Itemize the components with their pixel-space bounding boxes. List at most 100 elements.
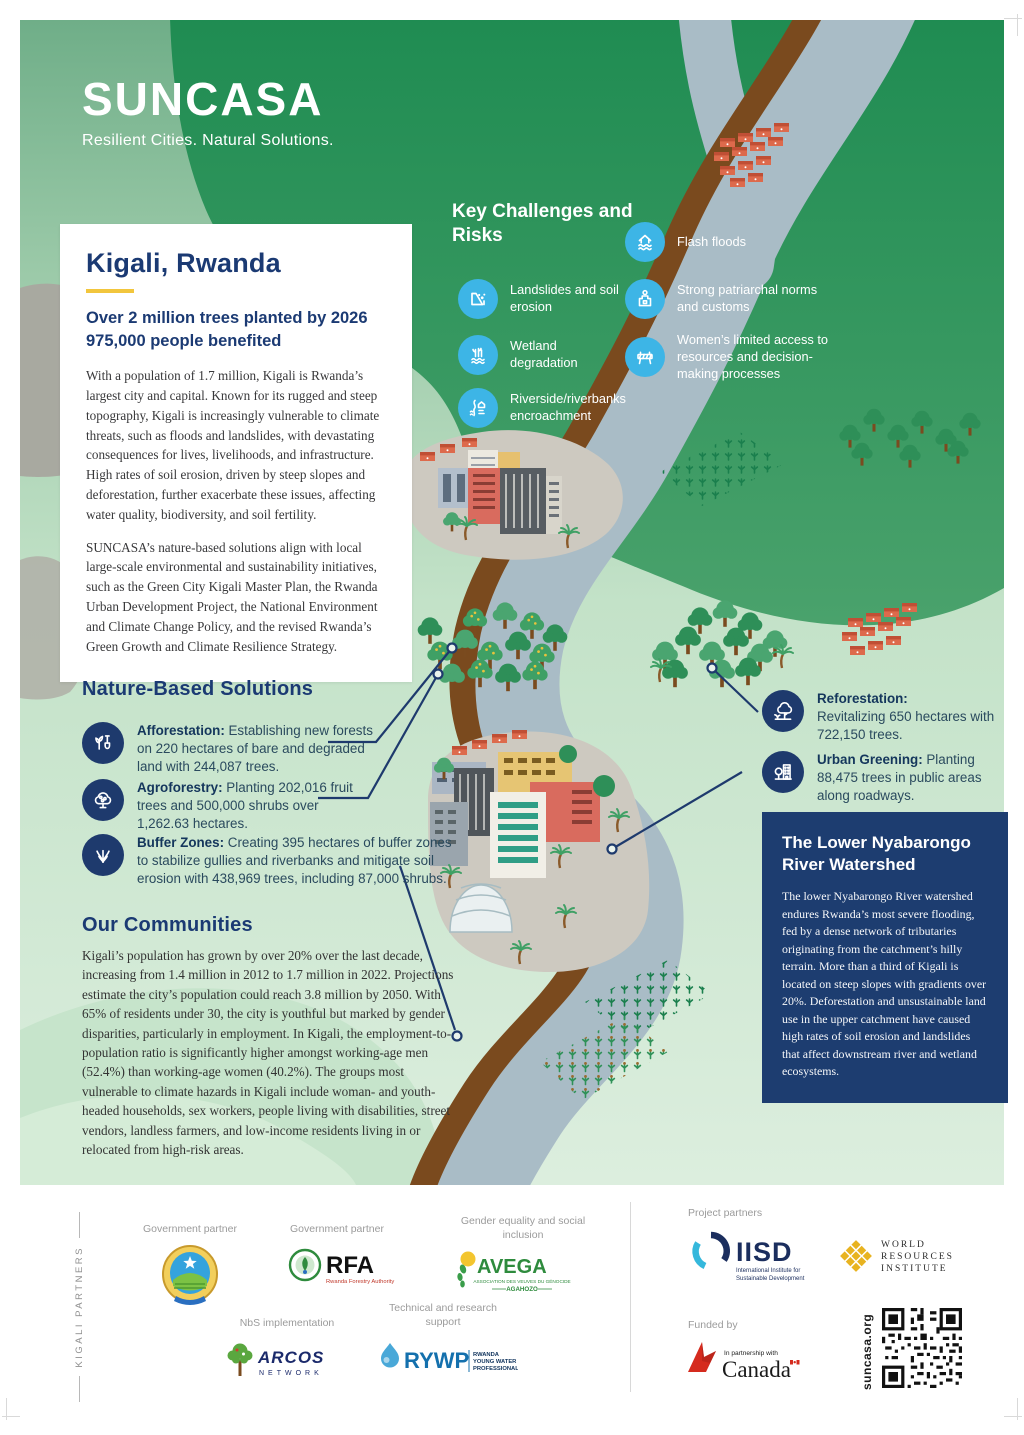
flash-flood-icon	[625, 222, 665, 262]
buffer-zones-icon	[82, 834, 124, 876]
wri-logo: WORLD RESOURCES INSTITUTE	[840, 1240, 954, 1274]
svg-text:INSTITUTE: INSTITUTE	[881, 1264, 948, 1274]
challenge-label: Flash floods	[677, 233, 746, 249]
svg-text:Rwanda Forestry Authority: Rwanda Forestry Authority	[326, 1279, 394, 1285]
map-illustration	[20, 20, 1004, 1185]
kigali-partners-label: KIGALI PARTNERS	[74, 1212, 85, 1402]
crop-mark	[1017, 1398, 1018, 1420]
svg-text:Sustainable Development: Sustainable Development	[736, 1276, 805, 1282]
agroforestry-icon	[82, 779, 124, 821]
label-government-partner-2: Government partner	[290, 1223, 384, 1235]
challenge-label: Landslides and soil erosion	[510, 282, 619, 314]
svg-text:PROFESSIONAL: PROFESSIONAL	[473, 1366, 518, 1372]
svg-text:ARCOS: ARCOS	[257, 1348, 324, 1367]
callout-text: Reforestation: Revitalizing 650 hectares…	[817, 691, 995, 742]
challenge-flash-floods: Flash floods	[625, 222, 855, 262]
svg-text:YOUNG WATER: YOUNG WATER	[473, 1359, 517, 1365]
footer-divider	[630, 1202, 631, 1392]
challenge-label: Riverside/riverbanks encroachment	[510, 391, 626, 423]
crop-mark	[1004, 1416, 1022, 1417]
label-technical-support: Technical and research support	[389, 1302, 497, 1329]
svg-text:RWANDA: RWANDA	[473, 1352, 500, 1358]
arcos-network-logo: ARCOS NETWORK	[227, 1343, 324, 1377]
intro-paragraph-2: SUNCASA’s nature-based solutions align w…	[86, 539, 378, 654]
callout-text: Urban Greening: Planting 88,475 trees in…	[817, 752, 982, 803]
communities-section: Our Communities Kigali’s population has …	[82, 914, 460, 1159]
solution-afforestation: Afforestation: Establishing new forests …	[82, 722, 382, 776]
avega-logo: AVEGA ASSOCIATION DES VEUVES DU GÉNOCIDE…	[457, 1251, 571, 1293]
stat-line-1: Over 2 million trees planted by 2026	[86, 309, 368, 327]
callout-urban-greening: Urban Greening: Planting 88,475 trees in…	[762, 751, 1002, 805]
apron-icon	[625, 279, 665, 319]
urban-greening-icon	[762, 751, 804, 793]
intro-panel: Kigali, Rwanda Over 2 million trees plan…	[60, 224, 412, 683]
rfa-logo: RFA Rwanda Forestry Authority	[288, 1248, 394, 1285]
callout-connectors	[318, 642, 759, 1042]
qr-caption: suncasa.org	[860, 1313, 874, 1390]
label-tick	[79, 1212, 80, 1238]
barrier-icon	[625, 337, 665, 378]
challenges-title: Key Challenges and Risks	[452, 201, 633, 246]
svg-text:WORLD: WORLD	[881, 1240, 926, 1250]
afforestation-icon	[82, 722, 124, 764]
svg-text:International Institute for: International Institute for	[736, 1268, 800, 1274]
page-title: Kigali, Rwanda	[86, 248, 281, 278]
svg-text:IISD: IISD	[736, 1237, 793, 1267]
solution-text: Afforestation: Establishing new forests …	[137, 723, 373, 774]
svg-text:RYWP: RYWP	[404, 1348, 469, 1373]
crop-mark	[1017, 14, 1018, 36]
challenge-label: Women’s limited access to resources and …	[677, 332, 829, 381]
qr-code	[882, 1308, 962, 1388]
svg-text:ASSOCIATION DES VEUVES DU GÉNO: ASSOCIATION DES VEUVES DU GÉNOCIDE	[473, 1278, 570, 1284]
intro-paragraph-1: With a population of 1.7 million, Kigali…	[86, 368, 380, 522]
svg-text:AVEGA: AVEGA	[477, 1256, 547, 1278]
challenge-label: Strong patriarchal norms and customs	[677, 282, 818, 314]
label-funded-by: Funded by	[688, 1319, 738, 1331]
brand-block: SUNCASA Resilient Cities. Natural Soluti…	[82, 72, 334, 150]
callout-reforestation: Reforestation: Revitalizing 650 hectares…	[762, 690, 1002, 744]
label-government-partner-1: Government partner	[143, 1223, 237, 1235]
landslide-icon	[458, 279, 498, 319]
solution-buffer-zones: Buffer Zones: Creating 395 hectares of b…	[82, 834, 462, 888]
svg-text:RFA: RFA	[326, 1252, 374, 1279]
label-project-partners: Project partners	[688, 1207, 763, 1219]
crop-fields	[540, 432, 784, 1100]
solution-text: Agroforestry: Planting 202,016 fruit tre…	[137, 780, 353, 831]
iisd-logo: IISD International Institute for Sustain…	[692, 1231, 805, 1282]
watershed-paragraph: The lower Nyabarongo River watershed end…	[782, 889, 987, 1079]
city-district-central	[428, 730, 650, 972]
lowland-hills	[20, 988, 444, 1185]
riverbank-icon	[458, 388, 498, 428]
solutions-title: Nature-Based Solutions	[82, 678, 314, 700]
label-gender-equality: Gender equality and social inclusion	[460, 1215, 586, 1242]
communities-title: Our Communities	[82, 914, 253, 936]
label-nbs-implementation: NbS implementation	[239, 1317, 335, 1329]
svg-text:Canada: Canada	[722, 1357, 791, 1382]
label-tick	[79, 1375, 80, 1402]
solution-text: Buffer Zones: Creating 395 hectares of b…	[137, 835, 452, 886]
title-underline	[86, 289, 134, 293]
challenge-landslides: Landslides and soil erosion	[458, 279, 633, 319]
challenge-label: Wetland degradation	[510, 338, 578, 370]
canada-logo: In partnership with Canada	[688, 1342, 800, 1382]
svg-text:In partnership with: In partnership with	[724, 1350, 778, 1357]
challenge-wetland: Wetland degradation	[458, 335, 608, 375]
stat-line-2: 975,000 people benefited	[86, 332, 282, 351]
challenge-riverbank-encroachment: Riverside/riverbanks encroachment	[458, 388, 638, 428]
challenge-patriarchal-norms: Strong patriarchal norms and customs	[625, 279, 837, 319]
challenge-women-access: Women’s limited access to resources and …	[625, 332, 841, 383]
svg-text:NETWORK: NETWORK	[259, 1370, 323, 1377]
svg-text:RESOURCES: RESOURCES	[881, 1252, 954, 1262]
svg-text:AGAHOZO: AGAHOZO	[506, 1286, 538, 1293]
kigali-coat-of-arms-logo	[162, 1245, 218, 1305]
rywp-logo: RYWP RWANDA YOUNG WATER PROFESSIONAL	[381, 1343, 518, 1373]
brand-title: SUNCASA	[82, 73, 324, 125]
city-district-upper	[401, 430, 623, 560]
brand-tagline: Resilient Cities. Natural Solutions.	[82, 132, 334, 149]
watershed-panel: The Lower Nyabarongo River Watershed The…	[762, 812, 1008, 1103]
reforestation-icon	[762, 690, 804, 732]
crop-mark	[6, 1398, 7, 1420]
communities-paragraph: Kigali’s population has grown by over 20…	[82, 948, 454, 1158]
crop-mark	[1004, 18, 1022, 19]
